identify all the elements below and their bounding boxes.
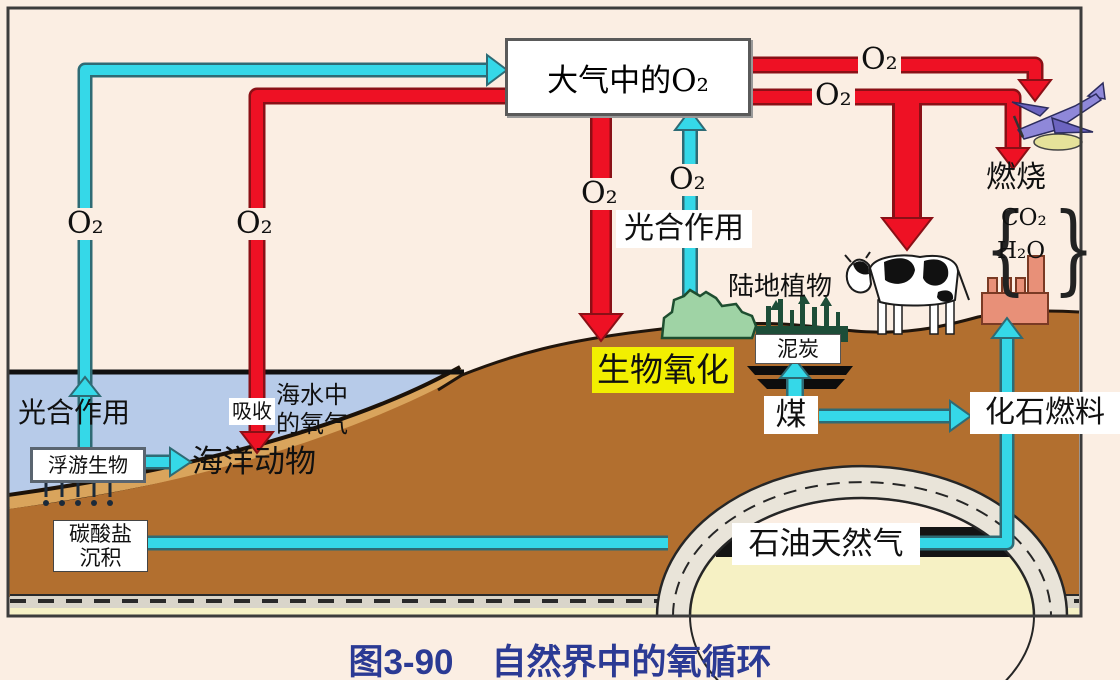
photosynthesis-ocean-label: 光合作用: [18, 396, 131, 429]
fossil-fuel-label: 化石燃料: [970, 392, 1120, 434]
oil-gas-label: 石油天然气: [732, 523, 920, 565]
brace-left: {: [984, 192, 1027, 306]
o2-label-absorb: O₂: [233, 208, 276, 240]
pipe-atmosphere-to-plane: [745, 59, 1041, 83]
figure-number: 图3-90: [348, 643, 454, 680]
pipe-ocean-to-atmosphere: [80, 65, 489, 390]
peat-label: 泥炭: [755, 334, 841, 364]
co2-label: CO₂: [1001, 205, 1047, 231]
diagram-frame-border: [6, 6, 1083, 618]
red-pipes: [251, 59, 1041, 434]
oil-reservoir: [690, 557, 1034, 617]
o2-label-plane-branch: O₂: [858, 44, 901, 76]
plankton-label: 浮游生物: [30, 447, 146, 483]
o2-label-ocean-out: O₂: [64, 208, 107, 240]
carbonate-deposit-label: 碳酸盐 沉积: [53, 520, 148, 572]
brace-right: }: [1052, 192, 1095, 306]
seawater-oxygen-label: 海水中 的氧气: [276, 381, 348, 439]
bio-oxidation-label: 生物氧化: [592, 347, 734, 393]
o2-label-photosynthesis: O₂: [666, 164, 709, 196]
red-arrowheads: [238, 79, 1054, 455]
pipe-carbonate-right: [914, 434, 1012, 548]
photosynthesis-land-label: 光合作用: [616, 210, 752, 248]
cyan-arrowheads: [67, 53, 1024, 478]
atmosphere-o2-box: 大气中的O₂: [505, 38, 751, 116]
cyan-pipes: [80, 65, 1012, 548]
figure-title: 自然界中的氧循环: [491, 643, 772, 680]
h2o-label: H₂O: [997, 238, 1046, 264]
factory-icon: [981, 255, 1049, 325]
o2-label-bio-oxidation: O₂: [578, 178, 621, 210]
marine-animals-label: 海洋动物: [192, 444, 316, 480]
o2-label-combustion-branch: O₂: [812, 80, 855, 112]
land-plants-label: 陆地植物: [728, 272, 833, 302]
combustion-label: 燃烧: [986, 160, 1046, 195]
figure-caption: 图3-90 自然界中的氧循环: [0, 634, 1120, 680]
shrub-icon: [660, 288, 758, 340]
cow-icon: [844, 251, 970, 335]
absorb-label: 吸收: [229, 398, 275, 425]
pipe-atmosphere-to-ocean: [251, 90, 505, 434]
coal-label: 煤: [764, 396, 818, 434]
rock-arch-bricks: [672, 481, 1052, 617]
